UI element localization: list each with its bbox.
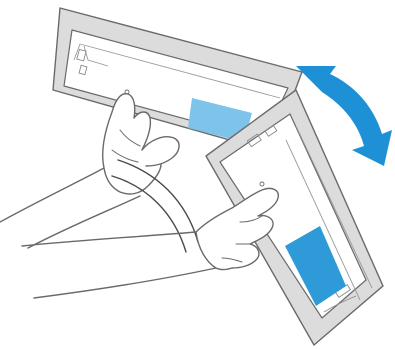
right-hand xyxy=(22,188,278,298)
